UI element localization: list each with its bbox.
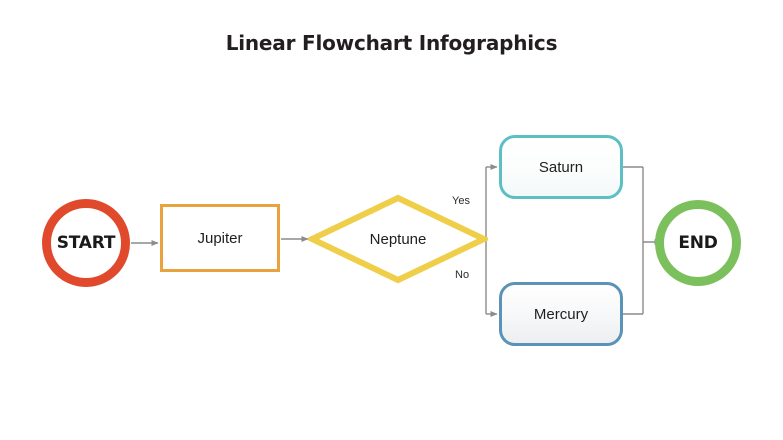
node-saturn-label: Saturn bbox=[538, 158, 584, 176]
node-end-label: END bbox=[678, 233, 718, 253]
node-jupiter[interactable]: Jupiter bbox=[160, 204, 280, 272]
node-mercury-label: Mercury bbox=[533, 305, 589, 323]
node-saturn[interactable]: Saturn bbox=[499, 135, 623, 199]
node-jupiter-label: Jupiter bbox=[197, 229, 243, 247]
node-mercury[interactable]: Mercury bbox=[499, 282, 623, 346]
node-neptune[interactable]: Neptune bbox=[308, 194, 488, 284]
page-title: Linear Flowchart Infographics bbox=[225, 31, 558, 55]
diamond-shape bbox=[308, 194, 488, 284]
node-start-label: START bbox=[56, 233, 116, 253]
node-neptune-label: Neptune bbox=[369, 230, 427, 248]
node-end[interactable]: END bbox=[655, 200, 741, 286]
node-start[interactable]: START bbox=[42, 199, 130, 287]
branch-label-no: No bbox=[455, 269, 470, 281]
branch-label-yes: Yes bbox=[452, 195, 470, 207]
